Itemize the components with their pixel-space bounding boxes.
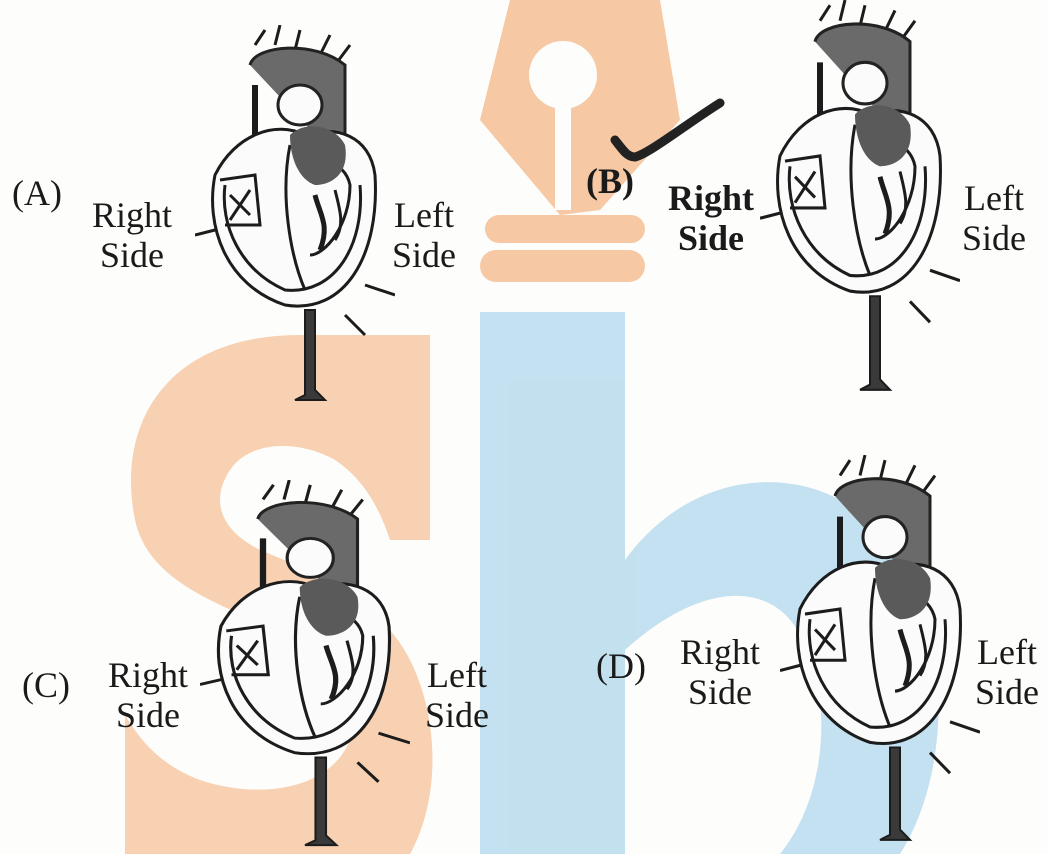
option-c-right-label: Right Side [108, 655, 188, 735]
option-d-left-label: Left Side [975, 632, 1039, 712]
heart-diagram-d [780, 455, 980, 845]
option-a-left-label: Left Side [392, 195, 456, 275]
option-d-letter: (D) [596, 645, 646, 687]
option-b-letter: (B) [586, 160, 634, 202]
heart-diagram-a [195, 25, 395, 405]
option-b-right-label: Right Side [668, 178, 754, 258]
option-d-right-label: Right Side [680, 632, 760, 712]
heart-diagram-b [760, 0, 960, 395]
option-b-left-label: Left Side [962, 178, 1026, 258]
option-c-left-label: Left Side [425, 655, 489, 735]
option-a-right-label: Right Side [92, 195, 172, 275]
heart-diagram-c [200, 480, 410, 850]
option-c-letter: (C) [22, 664, 70, 706]
option-a-letter: (A) [12, 172, 62, 214]
